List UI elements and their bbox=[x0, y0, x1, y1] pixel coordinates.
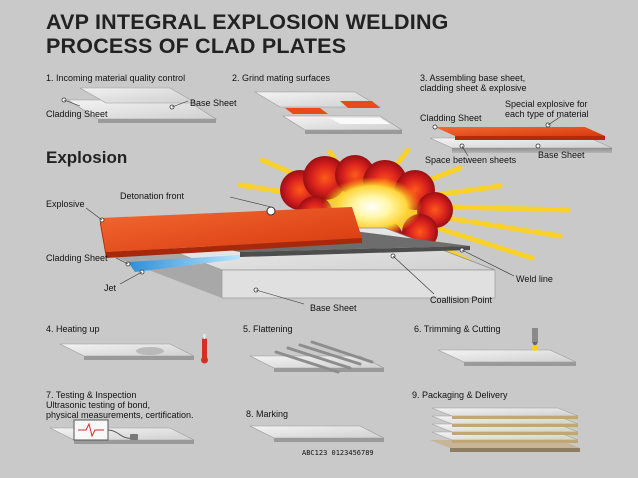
explosive-charge bbox=[100, 207, 362, 252]
detonation-front-marker bbox=[266, 206, 276, 216]
ground-surface-left bbox=[285, 108, 328, 114]
step1-label: 1. Incoming material quality control bbox=[46, 73, 186, 83]
step9-packaging bbox=[430, 407, 580, 452]
jet-stream bbox=[128, 255, 240, 272]
step3-assembly bbox=[429, 116, 613, 157]
step6-trimming bbox=[437, 328, 577, 366]
step2-label: 2. Grind mating surfaces bbox=[232, 73, 331, 83]
explosion-scene bbox=[85, 147, 571, 305]
step3-label: 3. Assembling base sheet, cladding sheet… bbox=[420, 73, 527, 93]
step5-label: 5. Flattening bbox=[243, 324, 293, 334]
flattening-rollers bbox=[274, 340, 374, 374]
step9-label: 9. Packaging & Delivery bbox=[412, 390, 508, 400]
marking-code: ABC123 0123456789 bbox=[302, 449, 374, 457]
step7-label: 7. Testing & Inspection Ultrasonic testi… bbox=[46, 390, 194, 420]
explosive-label: Explosive bbox=[46, 199, 85, 209]
cladding-sheet-label-main: Cladding Sheet bbox=[46, 253, 108, 263]
thermometer-icon bbox=[202, 338, 207, 360]
base-sheet-plate bbox=[78, 87, 198, 104]
step7-testing bbox=[49, 419, 195, 444]
cladding-sheet-marker bbox=[61, 97, 67, 103]
cladding-sheet-edge bbox=[98, 119, 216, 123]
step8-marking bbox=[249, 425, 385, 442]
step2-grinding bbox=[253, 91, 404, 134]
detonation-front-label: Detonation front bbox=[120, 191, 185, 201]
title-line-2: PROCESS OF CLAD PLATES bbox=[46, 34, 347, 58]
base-sheet-label-3: Base Sheet bbox=[538, 150, 585, 160]
page-title: AVP INTEGRAL EXPLOSION WELDING PROCESS O… bbox=[46, 10, 449, 58]
jet-label: Jet bbox=[104, 283, 117, 293]
title-line-1: AVP INTEGRAL EXPLOSION WELDING bbox=[46, 10, 449, 34]
space-between-sheets-label: Space between sheets bbox=[425, 155, 517, 165]
cladding-sheet-label-1: Cladding Sheet bbox=[46, 109, 108, 119]
base-sheet-front-side bbox=[221, 269, 496, 299]
step4-heating bbox=[59, 334, 208, 364]
step8-label: 8. Marking bbox=[246, 409, 289, 419]
base-sheet-label-main: Base Sheet bbox=[310, 303, 357, 313]
special-explosive-label: Special explosive for each type of mater… bbox=[505, 99, 589, 119]
cladding-sheet-label-3: Cladding Sheet bbox=[420, 113, 482, 123]
collision-point-label: Coallision Point bbox=[430, 295, 493, 305]
step4-label: 4. Heating up bbox=[46, 324, 100, 334]
step6-label: 6. Trimming & Cutting bbox=[414, 324, 501, 334]
step1-plates bbox=[61, 87, 218, 123]
base-sheet-label-1: Base Sheet bbox=[190, 98, 237, 108]
explosion-heading: Explosion bbox=[46, 148, 128, 167]
probe-icon bbox=[130, 434, 138, 440]
step5-flattening bbox=[249, 340, 385, 374]
weld-line-label: Weld line bbox=[516, 274, 553, 284]
cutting-torch-icon bbox=[532, 328, 538, 342]
ground-surface-right bbox=[340, 101, 380, 108]
explosive-layer bbox=[435, 127, 605, 136]
